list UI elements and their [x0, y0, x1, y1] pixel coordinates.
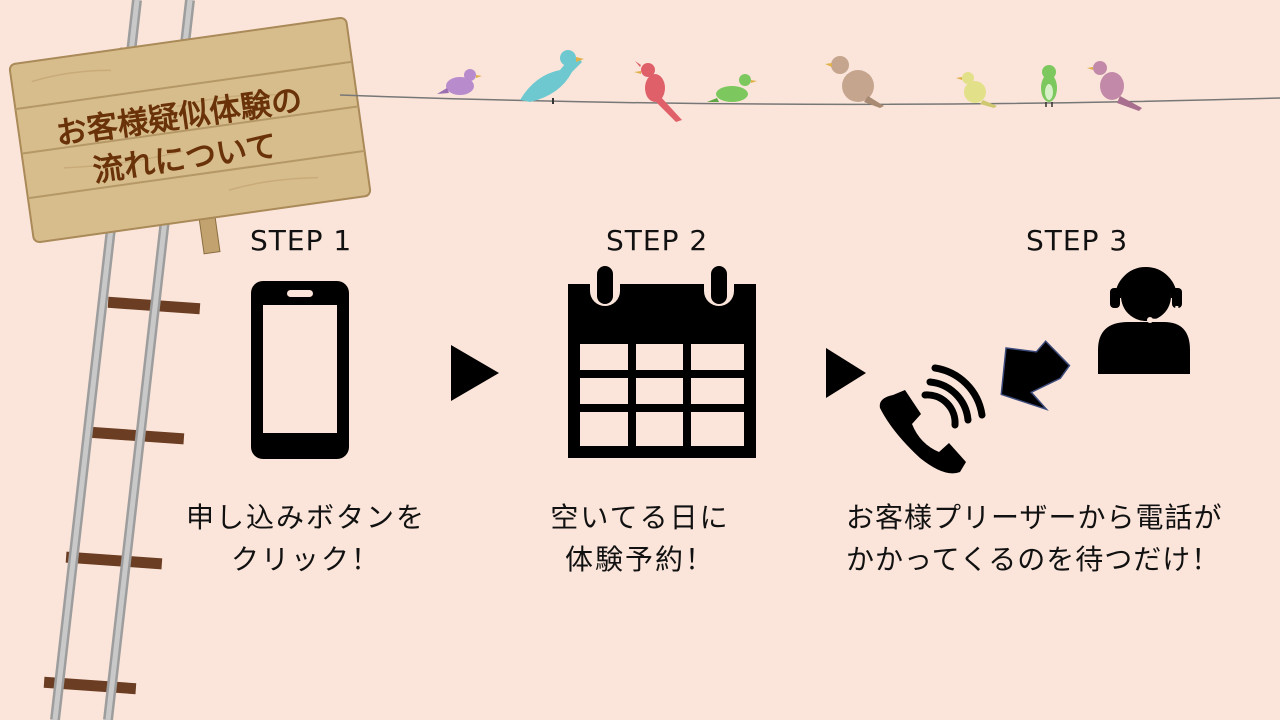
birds	[437, 50, 1142, 122]
step3-description-line1: お客様プリーザーから電話が	[846, 501, 1223, 534]
operator-headset-icon	[1098, 267, 1190, 374]
arrow-right-icon	[451, 345, 499, 401]
step1-description-line1: 申し込みボタンを	[185, 501, 426, 534]
step1-description: 申し込みボタンを クリック！	[174, 497, 438, 581]
phone-ringing-icon	[879, 364, 986, 474]
step2-description-line1: 空いてる日に	[550, 501, 730, 534]
arrow-right-icon	[826, 348, 866, 398]
bird-icon	[1087, 61, 1142, 111]
step3-description-line2: かかってくるのを待つだけ！	[846, 543, 1221, 576]
bird-icon	[634, 61, 682, 122]
bird-icon	[1041, 65, 1057, 107]
step3-label: STEP 3	[1026, 224, 1129, 257]
wooden-sign	[8, 16, 372, 244]
bird-icon	[956, 72, 997, 108]
bird-icon	[437, 69, 482, 95]
calendar-icon	[568, 266, 756, 458]
bird-icon	[825, 56, 884, 108]
step1-description-line2: クリック！	[230, 543, 381, 576]
bird-icon	[707, 74, 757, 102]
step2-description-line2: 体験予約！	[564, 543, 715, 576]
wire	[339, 94, 1280, 106]
bird-icon	[520, 50, 584, 104]
step2-label: STEP 2	[606, 224, 709, 257]
step1-label: STEP 1	[250, 224, 353, 257]
step3-description: お客様プリーザーから電話が かかってくるのを待つだけ！	[846, 497, 1266, 581]
arrow-diagonal-icon	[1000, 340, 1071, 411]
smartphone-icon	[251, 281, 349, 459]
step2-description: 空いてる日に 体験予約！	[536, 497, 744, 581]
